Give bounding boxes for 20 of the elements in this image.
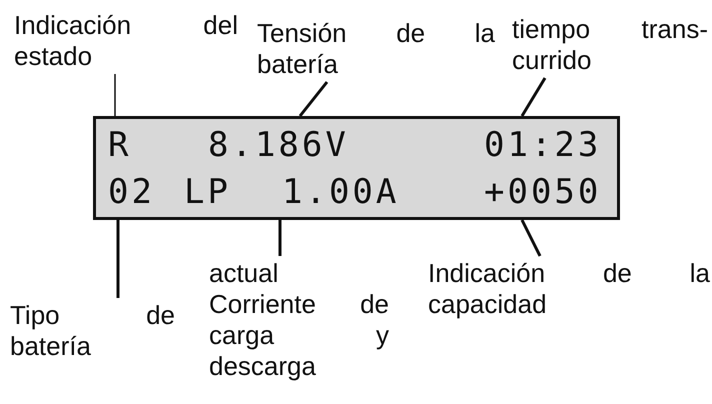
lcd-readout: 02 xyxy=(108,174,155,210)
lcd-readout: 01:23 xyxy=(484,127,602,163)
leader-line xyxy=(520,77,546,117)
leader-line xyxy=(520,219,542,257)
callout-label: Indicación de la capacidad xyxy=(428,258,710,320)
leader-line xyxy=(298,81,328,117)
lcd-readout: 1.00A xyxy=(282,174,400,210)
callout-label: Indicación del estado xyxy=(14,10,238,72)
lcd-readout: LP xyxy=(184,174,231,210)
callout-label: actual Corriente de carga y descarga xyxy=(209,258,389,382)
callout-label: tiempo trans- currido xyxy=(512,14,708,76)
callout-label: Tipo de batería xyxy=(10,300,175,362)
leader-line xyxy=(278,220,282,256)
leader-line xyxy=(116,220,120,298)
lcd-readout: R xyxy=(108,127,132,163)
leader-line xyxy=(114,74,116,116)
lcd-readout: 8.186V xyxy=(208,127,349,163)
lcd-display xyxy=(93,116,620,220)
lcd-readout: +0050 xyxy=(484,174,602,210)
callout-label: Tensión de la batería xyxy=(257,18,495,80)
